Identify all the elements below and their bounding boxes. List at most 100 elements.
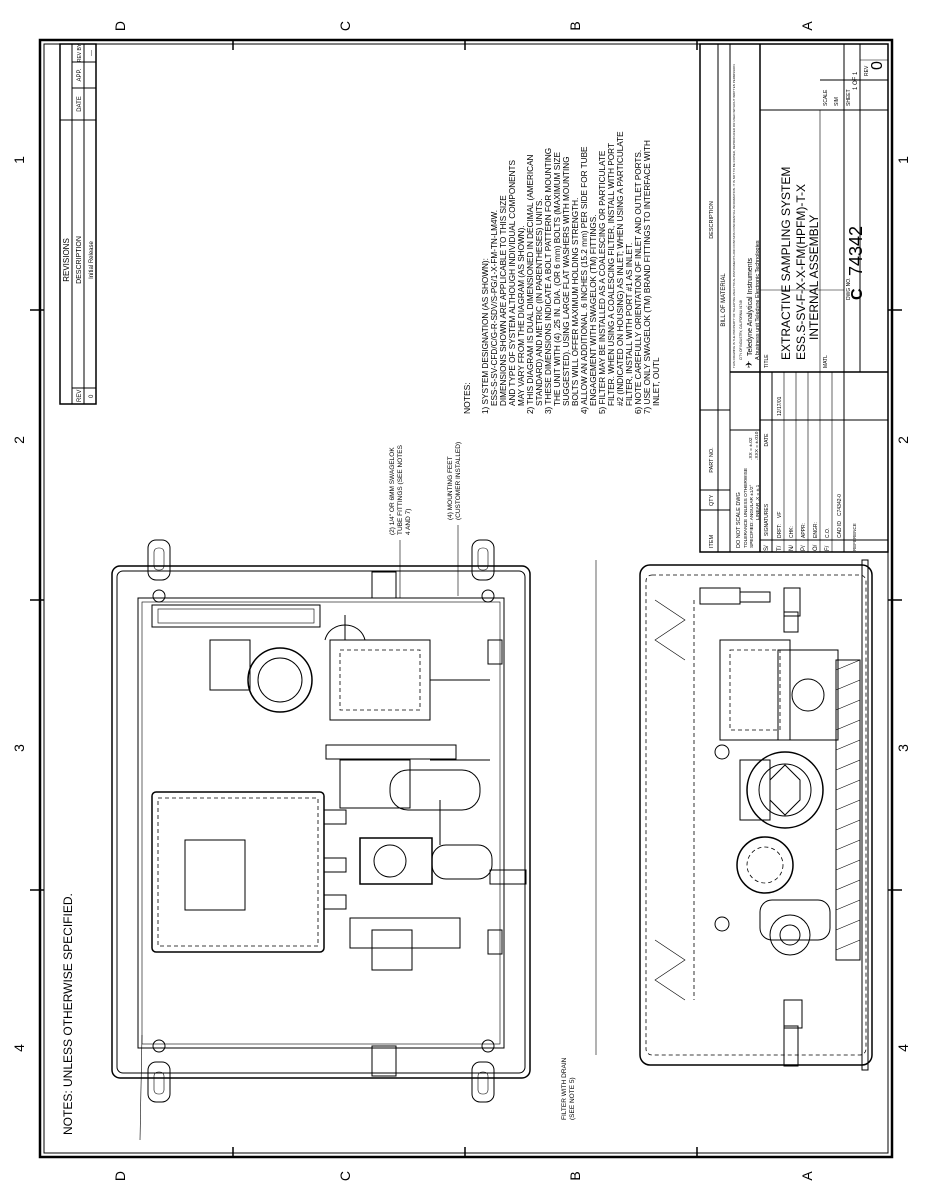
rev-header-rev: REV <box>77 390 83 402</box>
rev-label: REV <box>864 65 870 76</box>
zone-left-1: 3 <box>11 744 27 752</box>
rev-value: 0 <box>869 61 886 70</box>
sig-label: CHK: <box>789 526 795 538</box>
tolerance-line: .XXX = ±.010 <box>754 431 760 460</box>
company-city: CITY OF INDUSTRY, CALIFORNIA 91748 <box>739 300 743 360</box>
proprietary-notice: THIS DRAWING IS THE PROPERTY OF TELEDYNE… <box>732 63 736 368</box>
side-label: P/ <box>801 545 807 551</box>
side-label: S/ <box>764 545 770 551</box>
zone-top-2: B <box>567 21 583 30</box>
matl-label: MATL <box>823 355 829 368</box>
rev-row-revby: --- <box>89 50 95 56</box>
note-line: FILTER. WHEN USING A COALESCING FILTER, … <box>607 143 616 406</box>
title-line-3: INTERNAL ASSEMBLY <box>807 215 821 340</box>
bom-header-item: ITEM <box>709 534 715 548</box>
note-line: 2) THIS DIAGRAM IS DUAL DIMENSIONED IN D… <box>526 154 535 414</box>
signature-rows: DRFT: VF 12/17/01 CHK: APPR: ENGR: C.O. … <box>777 396 843 538</box>
rev-row-desc: Initial Release <box>89 240 95 278</box>
note-line: SUGGESTED). USING LARGE FLAT WASHERS WIT… <box>562 156 571 406</box>
callout-tube-fittings-2: TUBE FITTINGS (SEE NOTES <box>397 444 404 535</box>
inner-border <box>43 43 889 1154</box>
note-line: THE UNIT WITH (4) .25 IN. DIA. (OR 6 mm)… <box>553 151 562 406</box>
revisions-title: REVISIONS <box>62 238 71 282</box>
rev-header-app: APP. <box>77 68 83 81</box>
callout-filter-2: (SEE NOTE 5) <box>569 1077 576 1120</box>
callout-tube-fittings-3: 4 AND 7) <box>405 509 412 535</box>
note-line: INLET, OUTL <box>652 357 661 406</box>
zone-right-2: 2 <box>895 436 911 444</box>
callout-mounting-feet-2: (CUSTOMER INSTALLED) <box>455 442 462 520</box>
zone-bottom-2: B <box>567 1171 583 1180</box>
zone-left-3: 1 <box>11 156 27 164</box>
note-line: AND TYPE OF SYSTEM ALTHOUGH INDIVIDUAL C… <box>508 159 517 406</box>
note-line: 6) NOTE CAREFULLY ORIENTATION OF INLET A… <box>634 150 643 414</box>
note-line: ENGAGEMENT WITH SWAGELOK (TM) FITTINGS. <box>589 215 598 407</box>
tolerance-line: TOLERANCE UNLESS OTHERWISE <box>743 468 749 548</box>
side-label: T/ <box>777 545 783 551</box>
zone-bottom-3: A <box>799 1171 815 1181</box>
bom-header-part: PART NO. <box>709 447 715 473</box>
zone-left-2: 2 <box>11 436 27 444</box>
callout-mounting-feet-1: (4) MOUNTING FEET <box>447 456 454 520</box>
sig-label: ENGR: <box>813 522 819 538</box>
notes-list: 1) SYSTEM DESIGNATION (AS SHOWN): ESS-S-… <box>481 131 661 414</box>
sig-label: C.O. <box>825 528 831 538</box>
zone-left-0: 4 <box>11 1044 27 1052</box>
zone-top-0: D <box>112 21 128 31</box>
zone-right-1: 3 <box>895 744 911 752</box>
callout-filter-1: FILTER WITH DRAIN <box>561 1057 568 1120</box>
do-not-scale: DO NOT SCALE DWG <box>736 492 742 548</box>
side-label: O/ <box>813 544 819 551</box>
note-line: 5) FILTER MAY BE INSTALLED AS A COALESCI… <box>598 150 607 414</box>
company-sub: A business unit Teledyne Electronic Tech… <box>755 240 761 360</box>
sig-name: C74342-0 <box>837 494 843 516</box>
side-label: F/ <box>825 545 831 551</box>
signatures-header: SIGNATURES <box>764 503 770 536</box>
zone-right-3: 1 <box>895 156 911 164</box>
zone-bottom-1: C <box>337 1171 353 1181</box>
side-label: N/ <box>789 545 795 551</box>
general-note: NOTES: UNLESS OTHERWISE SPECIFIED. <box>61 893 75 1135</box>
note-line: #2 (INDICATED ON HOUSING) AS INLET; WHEN… <box>616 131 625 406</box>
bom-header-desc: DESCRIPTION <box>709 201 715 239</box>
note-line: 4) ALLOW AN ADDITIONAL .6 INCHES (15.2 m… <box>580 146 589 414</box>
note-line: ESS-S-SV-CFD/C/G-R-SDV/S-PG/1-X-FM-TN-LM… <box>490 210 499 406</box>
sig-label: DRFT: <box>777 524 783 538</box>
enclosure-side-view <box>639 559 873 1071</box>
note-line: DIMENSIONS SHOWN ARE APPLICABLE TO THIS … <box>499 195 508 406</box>
note-line: 1) SYSTEM DESIGNATION (AS SHOWN): <box>481 258 490 414</box>
scale-label: SCALE <box>823 89 829 106</box>
size-letter: C <box>849 288 866 300</box>
notes-title: NOTES: <box>462 382 472 414</box>
tolerance-line: SPECIFIED: ANGULAR ±1/2° <box>749 484 755 548</box>
side-label: REFERENCE <box>852 523 857 551</box>
rev-header-date: DATE <box>77 96 83 112</box>
zone-ticks <box>30 40 902 1157</box>
tolerance-line: LINEAR .X = ±.1 <box>755 484 761 520</box>
title-block-frame <box>699 43 889 553</box>
side-labels: S/ T/ N/ P/ O/ F/ REFERENCE <box>764 523 857 551</box>
title-label: TITLE <box>764 354 770 368</box>
note-line: STANDARD) AND METRIC (IN PARENTHESES) UN… <box>535 198 544 406</box>
zone-top-1: C <box>337 21 353 31</box>
rev-header-desc: DESCRIPTION <box>76 236 83 284</box>
date-header: DATE <box>764 433 770 447</box>
sig-date: 12/17/01 <box>777 396 783 416</box>
title-line-2: ESS.S-SV-F-X-X-FM(HPFM)-T-X <box>794 184 808 360</box>
sig-label: CAD ID <box>837 521 843 538</box>
sheet-label: SHEET <box>846 89 852 106</box>
title-line-1: EXTRACTIVE SAMPLING SYSTEM <box>779 167 793 360</box>
bom-header-qty: QTY <box>709 494 715 506</box>
note-line: FILTER, INSTALL WITH PORT #1 AS INLET. <box>625 243 634 406</box>
zone-right-0: 4 <box>895 1044 911 1052</box>
note-line: MAY VARY FROM THE DIAGRAM (AS SHOWN). <box>517 225 526 406</box>
note-line: BOLTS WILL OFFER MAXIMUM HOLDING STRENGT… <box>571 198 580 406</box>
note-line: 3) THESE DIMENSIONS INDICATE A BOLT PATT… <box>544 148 553 414</box>
note-line: 7) USE ONLY SWAGELOK (TM) BRAND FITTINGS… <box>643 140 652 414</box>
zone-bottom-0: D <box>112 1171 128 1181</box>
dwg-number: 74342 <box>846 226 866 276</box>
callout-tube-fittings-1: (2) 1/4" OR 6MM SWAGELOK <box>389 447 396 535</box>
revisions-block <box>59 43 97 405</box>
sig-name: VF <box>777 512 783 518</box>
